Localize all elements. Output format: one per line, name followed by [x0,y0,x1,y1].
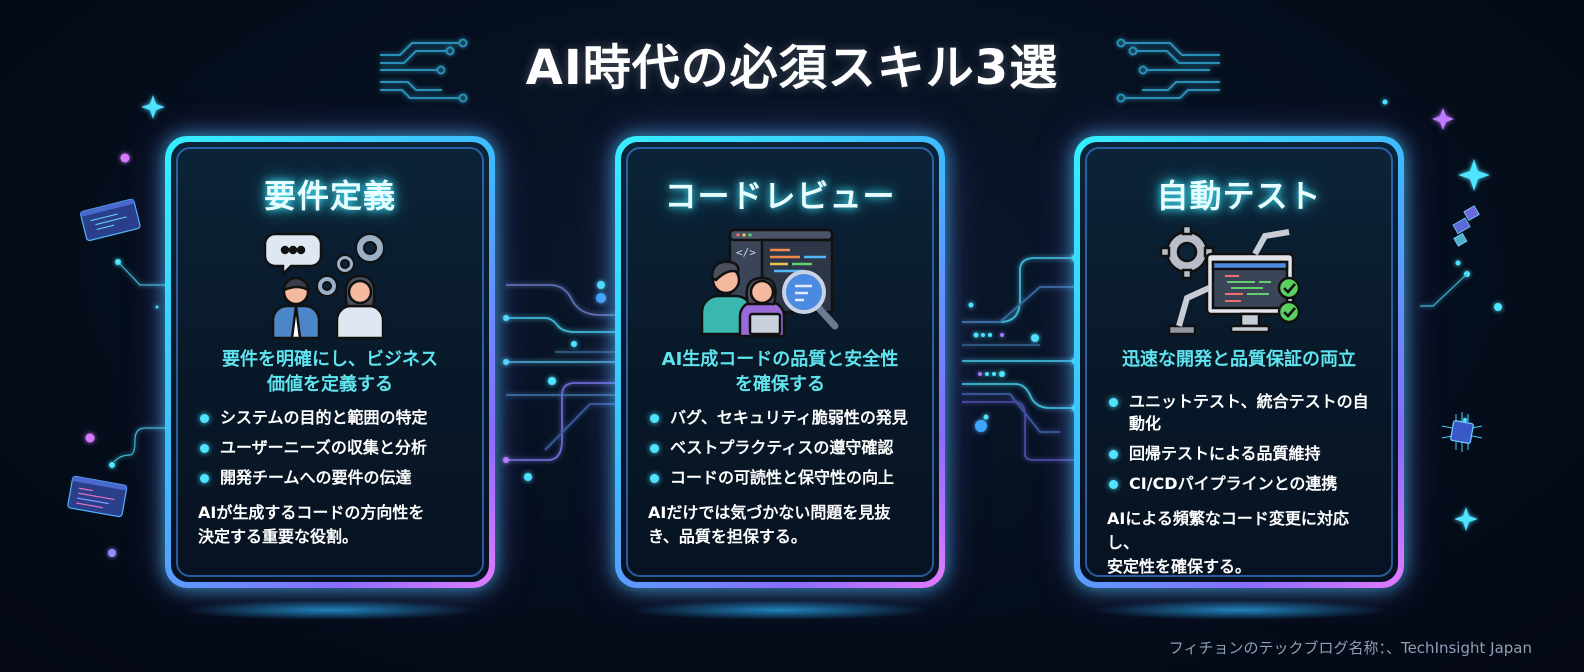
sparkle-icon [1458,159,1490,191]
subtitle-line: AI生成コードの品質と安全性 [661,349,899,370]
floating-code-window-icon-1 [80,198,141,242]
chip-icon [1441,412,1483,452]
bullet-item: 開発チームへの要件の伝達 [198,467,462,489]
floating-blocks-icon [1452,205,1480,247]
bullet-item: ユーザーニーズの収集と分析 [198,437,462,459]
skill-card-code-review: コードレビュー </> [615,136,945,588]
subtitle-line: 要件を明確にし、ビジネス [222,349,438,370]
circuit-lines-top-left [380,38,468,103]
bullet-item: コードの可読性と保守性の向上 [648,467,912,489]
bullet-item: システムの目的と範囲の特定 [198,407,462,429]
bullet-list: バグ、セキュリティ脆弱性の発見 ベストプラクティスの遵守確認 コードの可読性と保… [648,407,912,489]
card-title: 要件定義 [263,177,396,215]
sparkle-icon [141,95,165,119]
bullet-item: ベストプラクティスの遵守確認 [648,437,912,459]
card-subtitle: 要件を明確にし、ビジネス 価値を定義する [198,347,462,397]
circuit-lines-middle-left [506,284,620,461]
floor-glow [1090,600,1390,620]
skill-card-automated-testing: 自動テスト [1074,136,1404,588]
sparkle-icon [1432,108,1454,130]
glow-dots-middle-left [503,281,606,481]
floor-glow [180,600,480,620]
left-edge-decorations [85,95,170,557]
bullet-item: ユニットテスト、統合テストの自動化 [1107,391,1371,435]
bullet-list: システムの目的と範囲の特定 ユーザーニーズの収集と分析 開発チームへの要件の伝達 [198,407,462,489]
description-line: AIが生成するコードの方向性を [198,503,425,522]
code-review-magnifier-icon: </> [648,223,912,343]
robot-arm-monitor-checks-icon [1107,223,1371,343]
description-line: 決定する重要な役割。 [198,527,359,546]
card-title: 自動テスト [1156,177,1322,215]
card-description: AIだけでは気づかない問題を見抜 き、品質を担保する。 [648,501,912,549]
svg-text:</>: </> [736,246,756,259]
page-title: AI時代の必須スキル3選 [525,40,1059,96]
subtitle-line: 価値を定義する [267,374,393,395]
card-description: AIによる頻繁なコード変更に対応し、 安定性を確保する。 [1107,507,1371,579]
skill-card-requirements: 要件定義 [165,136,495,588]
description-line: AIによる頻繁なコード変更に対応し、 [1107,509,1349,552]
right-edge-decorations [1382,99,1502,531]
card-title: コードレビュー [664,177,896,215]
card-subtitle: 迅速な開発と品質保証の両立 [1107,347,1371,377]
sparkle-icon [1454,507,1478,531]
circuit-lines-top-right [1116,38,1220,103]
description-line: AIだけでは気づかない問題を見抜 [648,503,891,522]
glow-dots-middle-right [968,254,1080,432]
card-subtitle: AI生成コードの品質と安全性 を確保する [648,347,912,397]
bullet-item: 回帰テストによる品質維持 [1107,443,1371,465]
circuit-lines-middle-right [962,257,1076,461]
subtitle-line: を確保する [735,374,825,395]
description-line: 安定性を確保する。 [1107,557,1252,576]
bullet-item: CI/CDパイプラインとの連携 [1107,473,1371,495]
bullet-item: バグ、セキュリティ脆弱性の発見 [648,407,912,429]
people-discussion-gears-icon [198,223,462,343]
floating-code-window-icon-2 [67,475,128,518]
description-line: き、品質を担保する。 [648,527,807,546]
card-description: AIが生成するコードの方向性を 決定する重要な役割。 [198,501,462,549]
footer-credit: フィチョンのテックブログ名称：、TechInsight Japan [1168,639,1532,657]
bullet-list: ユニットテスト、統合テストの自動化 回帰テストによる品質維持 CI/CDパイプラ… [1107,391,1371,495]
subtitle-line: 迅速な開発と品質保証の両立 [1122,349,1356,370]
floor-glow [630,600,930,620]
